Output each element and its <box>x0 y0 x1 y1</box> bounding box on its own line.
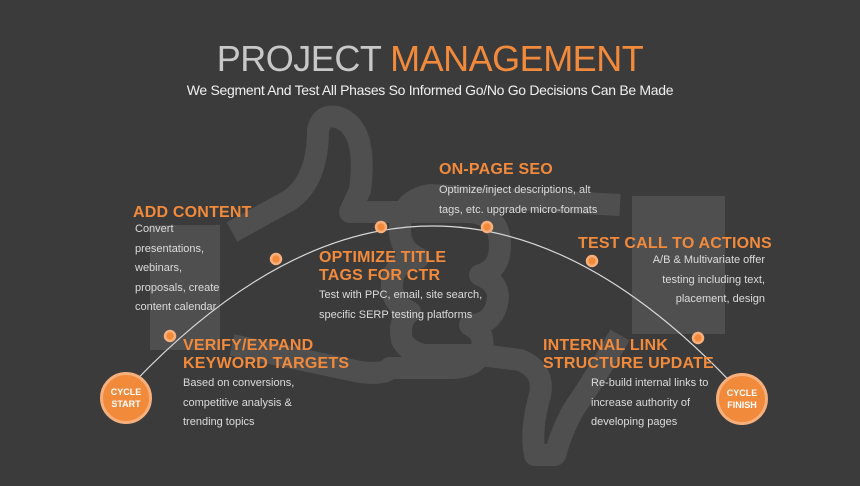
cycle-finish-line1: CYCLE <box>726 388 758 398</box>
cycle-arc <box>124 225 741 393</box>
step-text-optimize-title: Test with PPC, email, site search, speci… <box>319 289 483 321</box>
step-text-on-page-seo: Optimize/inject descriptions, alt tags, … <box>439 184 598 216</box>
step-text-test-cta: A/B & Multivariate offer testing includi… <box>652 254 765 305</box>
milestone-dot-5 <box>585 254 599 268</box>
title-part2: MANAGEMENT <box>390 38 644 79</box>
milestone-dot-1 <box>163 329 177 343</box>
step-title-internal-link: INTERNAL LINK STRUCTURE UPDATE <box>543 337 714 372</box>
step-title-on-page-seo: ON-PAGE SEO <box>439 161 553 178</box>
step-text-verify: Based on conversions, competitive analys… <box>183 377 295 428</box>
cycle-start-badge: CYCLE START <box>100 372 152 424</box>
page-title: PROJECT MANAGEMENT <box>0 38 860 80</box>
title-part1: PROJECT <box>216 38 391 79</box>
milestone-dot-4 <box>480 220 494 234</box>
milestone-dot-3 <box>374 220 388 234</box>
step-text-internal-link: Re-build internal links to increase auth… <box>591 377 709 428</box>
step-title-optimize-title: OPTIMIZE TITLE TAGS FOR CTR <box>319 249 447 284</box>
milestone-dot-6 <box>691 331 705 345</box>
cycle-finish-line2: FINISH <box>727 400 757 410</box>
thumbs-down-icon <box>380 184 725 466</box>
page-subtitle: We Segment And Test All Phases So Inform… <box>186 82 674 98</box>
milestone-dot-2 <box>269 252 283 266</box>
step-title-verify: VERIFY/EXPAND KEYWORD TARGETS <box>183 337 350 372</box>
step-title-add-content: ADD CONTENT <box>133 204 252 221</box>
step-title-test-cta: TEST CALL TO ACTIONS <box>578 235 772 252</box>
cycle-finish-badge: CYCLE FINISH <box>716 373 768 425</box>
cycle-start-line2: START <box>111 399 141 409</box>
step-text-add-content: Convert presentations, webinars, proposa… <box>135 223 220 313</box>
cycle-start-line1: CYCLE <box>110 387 142 397</box>
